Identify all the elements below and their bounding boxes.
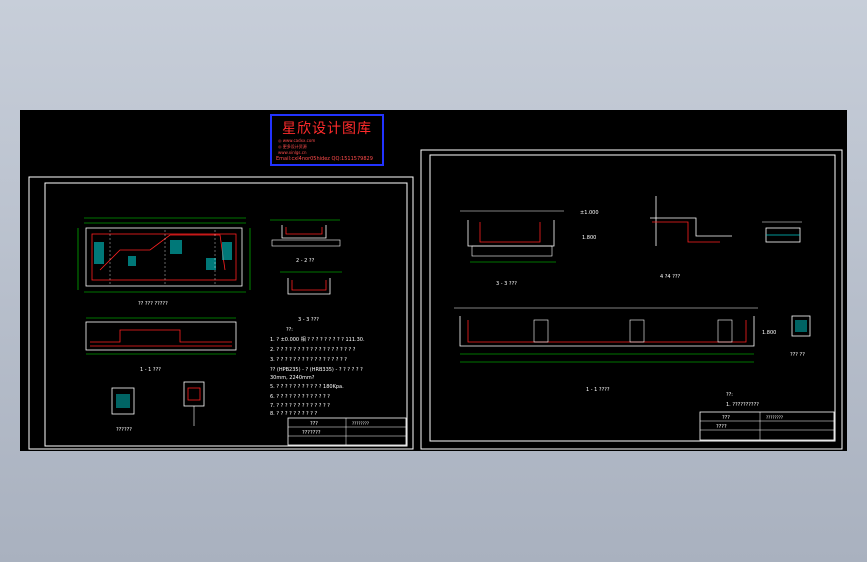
section-4-4: 4 ?4 ??? <box>650 196 732 280</box>
right-sheet-outer-frame <box>420 149 843 450</box>
section-1-1-long: 1 - 1 ???? <box>454 307 758 393</box>
left-titleblock-name: ??? <box>310 421 318 427</box>
left-title-block: ??? ??????? ???????? <box>287 417 407 446</box>
note-line: 1. ? ±0.000 相 ? ? ? ? ? ? ? ? ? 111.30. <box>270 336 365 343</box>
drawing-canvas: ?? ??? ????? 1 - 1 ??? 2 - 2 ?? <box>28 149 843 450</box>
note-line: ?? (HPB235) - ? (HRB335) - ? ? ? ? ? ? <box>270 367 363 373</box>
right-notes-header: ??: <box>726 392 733 398</box>
plan-view: ?? ??? ????? <box>77 217 251 307</box>
note-line: 3. ? ? ? ? ? ? ? ? ? ? ? ? ? ? ? ? ? <box>270 357 347 363</box>
note-line: 8. ? ? ? ? ? ? ? ? ? ? <box>270 411 318 417</box>
watermark-line: ◎ www.cadxx.com <box>278 138 316 143</box>
detail-3-3-title: 3 - 3 ??? <box>298 317 319 323</box>
cad-drawing-viewport[interactable]: ?? ??? ????? 1 - 1 ??? 2 - 2 ?? <box>20 110 847 451</box>
watermark-line: ◎ 更多设计资源 <box>278 144 307 149</box>
watermark-stamp: 星欣设计图库 ◎ www.cadxx.com ◎ 更多设计资源 www.xinl… <box>270 114 384 166</box>
notes-header: ??: <box>286 327 293 333</box>
note-line: 7. ? ? ? ? ? ? ? ? ? ? ? ? ? <box>270 403 330 409</box>
note-line: 30mm, 2240mm? <box>270 375 315 381</box>
plan-title: ?? ??? ????? <box>138 301 168 307</box>
section-4-4-title: 4 ?4 ??? <box>660 274 681 280</box>
left-sheet-outer-frame <box>28 176 414 450</box>
left-sheet: ?? ??? ????? 1 - 1 ??? 2 - 2 ?? <box>28 176 414 450</box>
left-titleblock-right: ???????? <box>352 421 369 426</box>
small-box-right: ??? ?? <box>790 315 811 358</box>
note-line: 5. ? ? ? ? ? ? ? ? ? ? ? 180Kpa. <box>270 384 344 390</box>
watermark-contact: Email:cxl4nor05hidez QQ:1511579829 <box>276 156 373 162</box>
watermark-title: 星欣设计图库 <box>282 121 372 137</box>
small-box-title: ??? ?? <box>790 352 805 358</box>
design-notes: ??: 1. ? ±0.000 相 ? ? ? ? ? ? ? ? ? 111.… <box>270 327 365 417</box>
detail-2-2-title: 2 - 2 ?? <box>296 258 315 264</box>
right-titleblock-subtitle: ???? <box>716 424 727 430</box>
section-1-1-title: 1 - 1 ??? <box>140 367 161 373</box>
pier-detail-title: ?????? <box>116 427 132 433</box>
elevation-label: ±1.000 <box>580 210 599 216</box>
small-detail-right: 1.800 <box>762 221 802 336</box>
section-3-3-title: 3 - 3 ??? <box>496 281 517 287</box>
left-titleblock-subtitle: ??????? <box>302 430 321 436</box>
left-sheet-inner-frame <box>44 182 408 447</box>
detail-2-2: 2 - 2 ?? <box>270 219 341 264</box>
section-1-1: 1 - 1 ??? <box>85 317 237 373</box>
elevation-label: 1.800 <box>762 330 776 336</box>
section-3-3: ±1.000 1.800 3 - 3 ??? <box>460 210 599 287</box>
right-notes: ??: 1. ?????????? <box>726 392 759 408</box>
right-title-block: ??? ???? ???????? <box>699 411 835 441</box>
pier-detail: ?????? <box>111 381 205 433</box>
right-sheet-inner-frame <box>429 154 836 442</box>
right-sheet: ±1.000 1.800 3 - 3 ??? 4 ?4 ??? 1.800 <box>420 149 843 450</box>
right-titleblock-right: ???????? <box>766 415 783 420</box>
section-1-1-long-title: 1 - 1 ???? <box>586 387 610 393</box>
detail-3-3: 3 - 3 ??? <box>280 271 342 323</box>
note-line: 2. ? ? ? ? ? ? ? ? ? ? ? ? ? ? ? ? ? ? ? <box>270 347 356 353</box>
right-note-line: 1. ?????????? <box>726 402 759 408</box>
elevation-label: 1.800 <box>582 235 596 241</box>
watermark-url: www.xinlgs.cn <box>278 150 307 155</box>
right-titleblock-name: ??? <box>722 415 730 421</box>
note-line: 6. ? ? ? ? ? ? ? ? ? ? ? ? ? <box>270 394 330 400</box>
